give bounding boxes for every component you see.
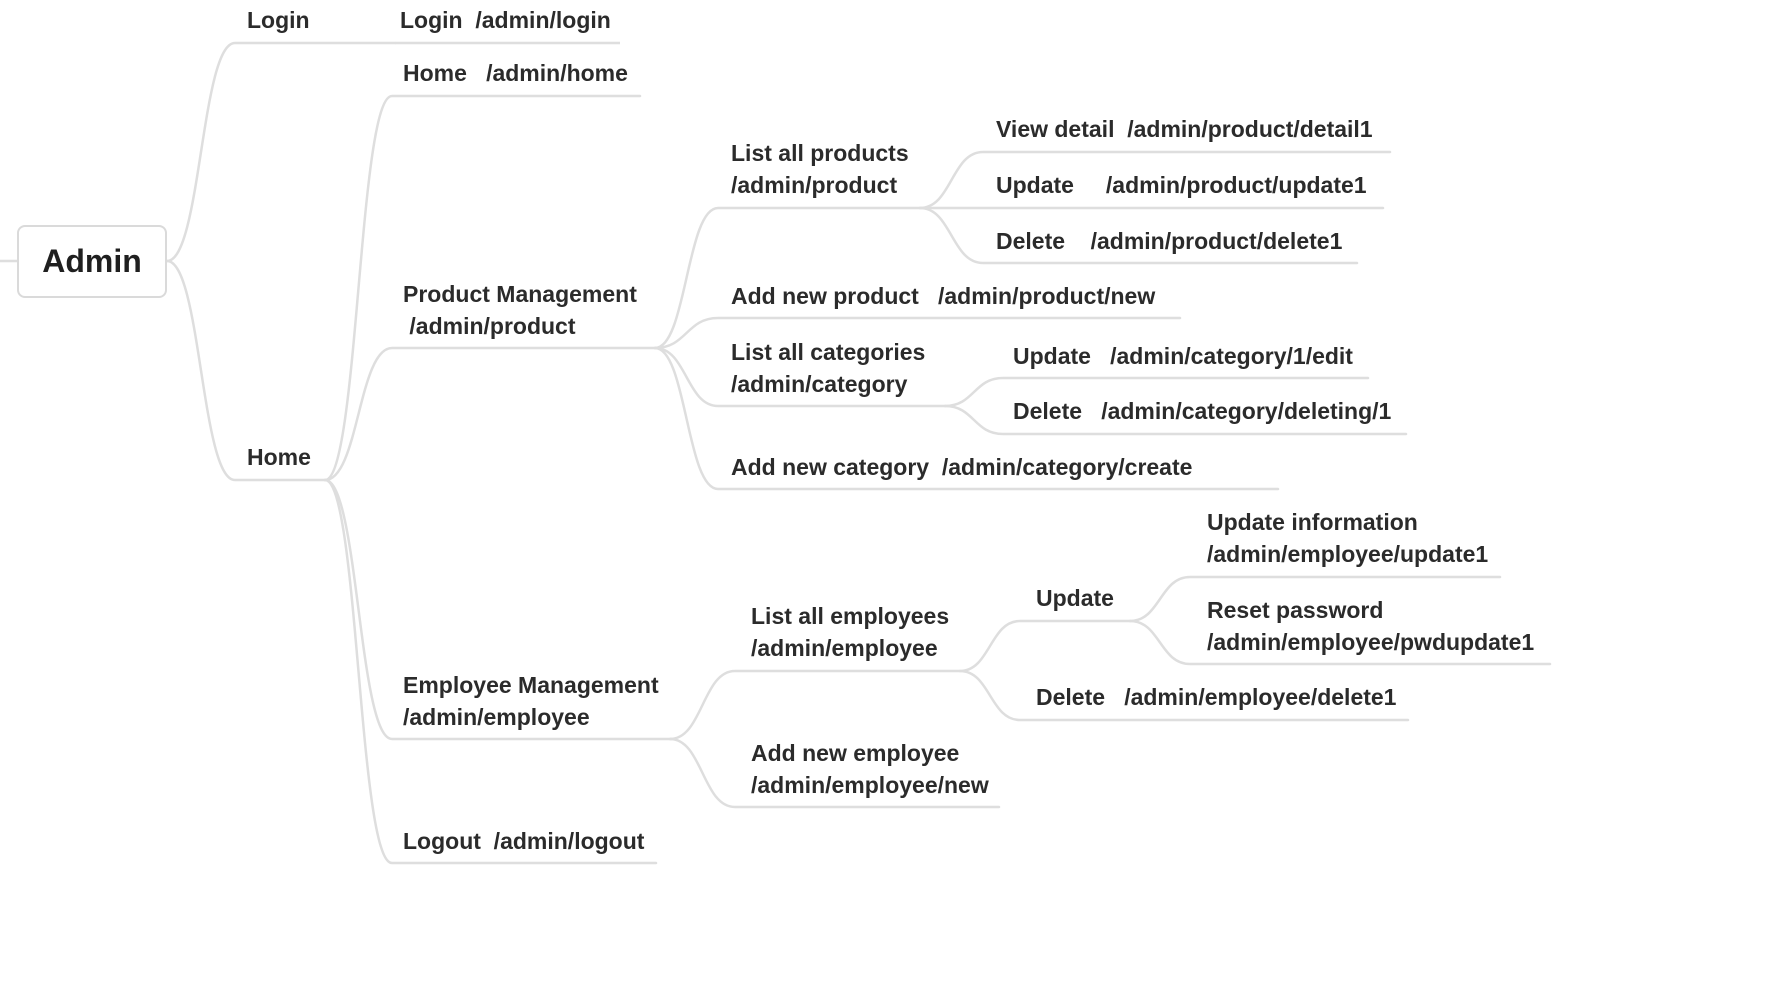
node-reset-password[interactable]: Reset password /admin/employee/pwdupdate… (1207, 597, 1535, 655)
line-admin-home (165, 259, 327, 482)
node-category-delete[interactable]: Delete /admin/category/deleting/1 (1013, 398, 1392, 424)
line-em-addemployee (668, 737, 1001, 809)
line-home-homepage (323, 94, 642, 482)
line-le-delete (958, 669, 1410, 722)
node-category-update[interactable]: Update /admin/category/1/edit (1013, 343, 1353, 369)
line-home-logout (323, 478, 658, 865)
line-home-product (323, 346, 662, 482)
node-list-products[interactable]: List all products /admin/product (731, 140, 909, 198)
node-add-employee[interactable]: Add new employee /admin/employee/new (751, 740, 989, 798)
node-add-product[interactable]: Add new product /admin/product/new (731, 283, 1156, 309)
line-em-listemployees (668, 669, 962, 741)
node-view-detail[interactable]: View detail /admin/product/detail1 (996, 116, 1373, 142)
node-home[interactable]: Home (247, 444, 311, 470)
node-list-categories[interactable]: List all categories /admin/category (731, 339, 926, 397)
line-up-info (1128, 575, 1502, 623)
line-lp-delete (918, 206, 1359, 265)
node-product-update[interactable]: Update /admin/product/update1 (996, 172, 1367, 198)
line-pm-listproducts (653, 206, 922, 350)
line-home-employee (323, 478, 677, 741)
node-logout[interactable]: Logout /admin/logout (403, 828, 645, 854)
line-pm-listcategories (653, 346, 947, 408)
node-product-management[interactable]: Product Management /admin/product (403, 281, 637, 339)
node-login[interactable]: Login (247, 7, 310, 33)
root-node-admin[interactable]: Admin (17, 225, 167, 298)
line-admin-login (165, 41, 397, 263)
node-login-page[interactable]: Login /admin/login (400, 7, 611, 33)
node-add-category[interactable]: Add new category /admin/category/create (731, 454, 1193, 480)
line-lc-delete (943, 404, 1408, 436)
line-lc-update (943, 376, 1370, 408)
line-pm-addproduct (653, 316, 1182, 350)
node-employee-management[interactable]: Employee Management /admin/employee (403, 672, 659, 730)
node-list-employees[interactable]: List all employees /admin/employee (751, 603, 950, 661)
line-up-reset (1128, 619, 1552, 666)
line-lp-viewdetail (918, 150, 1392, 210)
node-home-page[interactable]: Home /admin/home (403, 60, 628, 86)
node-employee-delete[interactable]: Delete /admin/employee/delete1 (1036, 684, 1397, 710)
node-employee-update[interactable]: Update (1036, 585, 1114, 611)
node-update-information[interactable]: Update information /admin/employee/updat… (1207, 509, 1489, 567)
line-pm-addcategory (653, 346, 1280, 491)
line-le-update (958, 619, 1132, 673)
node-product-delete[interactable]: Delete /admin/product/delete1 (996, 228, 1343, 254)
